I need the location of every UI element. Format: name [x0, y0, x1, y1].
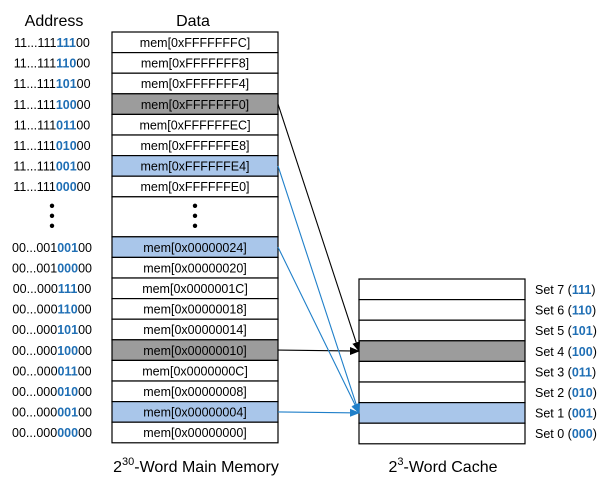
mapping-arrow: [277, 408, 360, 417]
cache-set-7: [358, 422, 526, 445]
cache-set-label: Set 4 (100): [535, 345, 597, 359]
mapping-arrows: [277, 103, 360, 417]
set-bits-open: (: [564, 407, 572, 421]
memory-address: 00...00010000: [12, 344, 92, 358]
cache-set-2: [358, 319, 526, 342]
memory-cell: [111, 421, 279, 444]
cache: [358, 278, 526, 445]
ellipsis-dot: [49, 223, 55, 228]
memory-address: 00...00100100: [12, 241, 92, 255]
memory-address: 11...11111000: [14, 57, 91, 71]
memory-cell-value: mem[0x00000010]: [143, 344, 247, 358]
memory-address: 00...00011000: [12, 303, 91, 317]
cache-set-3: [358, 340, 526, 362]
memory-address: 11...11100100: [13, 160, 90, 174]
memory-cell-value: mem[0x00000020]: [143, 261, 247, 275]
memory-address: 00...00000000: [12, 426, 92, 440]
memory-cell-value: mem[0x0000000C]: [142, 364, 248, 378]
set-bits-open: (: [564, 283, 572, 297]
ellipsis: [49, 203, 198, 228]
memory-address: 11...11110100: [13, 77, 90, 91]
ellipsis-dot: [192, 203, 198, 208]
memory-address: 11...11101000: [13, 139, 90, 153]
set-bits-open: (: [564, 386, 572, 400]
memory-cell-value: mem[0xFFFFFFE0]: [140, 180, 249, 194]
set-bits-close: ): [592, 365, 596, 379]
memory-cell-value: mem[0x00000004]: [143, 406, 247, 420]
memory-address: 00...00001100: [12, 364, 91, 378]
memory-cell-value: mem[0x00000000]: [143, 426, 247, 440]
set-bits-open: (: [564, 345, 572, 359]
main-memory: mem[0xFFFFFFFC] mem[0xFFFFFFF8] mem[0xFFFF…: [111, 31, 279, 444]
memory-cell-value: mem[0x00000024]: [143, 241, 247, 255]
memory-cell-value: mem[0x00000014]: [143, 323, 247, 337]
memory-address: 00...00011100: [13, 282, 92, 296]
cache-set-6: [358, 402, 526, 424]
mapping-arrow: [277, 246, 360, 414]
memory-address: 11...11111100: [14, 36, 90, 50]
cache-set-1: [358, 299, 526, 321]
memory-address: 11...11110000: [13, 98, 90, 112]
data-header: Data: [176, 13, 210, 30]
memory-address: 00...00100000: [12, 261, 92, 275]
cache-set-label: Set 2 (010): [535, 386, 597, 400]
ellipsis-dot: [49, 213, 55, 218]
memory-address: 11...11100000: [13, 180, 90, 194]
set-bits-close: ): [593, 345, 597, 359]
memory-cell-value: mem[0xFFFFFFFC]: [140, 36, 250, 50]
cache-set-label: Set 5 (101): [535, 324, 597, 338]
memory-address: 00...00010100: [12, 323, 92, 337]
memory-cell-value: mem[0xFFFFFFF0]: [141, 98, 249, 112]
set-bits-open: (: [564, 324, 572, 338]
memory-cell-value: mem[0xFFFFFFE8]: [140, 139, 249, 153]
ellipsis-dot: [192, 223, 198, 228]
main-memory-caption: 230-Word Main Memory: [113, 456, 279, 476]
memory-cell-value: mem[0xFFFFFFF4]: [141, 77, 249, 91]
cache-set-label: Set 6 (110): [535, 304, 596, 318]
cache-set-labels: Set 7 (111) Set 6 (110) Set 5 (101) Set 4 (…: [535, 283, 597, 441]
set-bits-close: ): [593, 386, 597, 400]
set-bits-close: ): [591, 283, 595, 297]
set-bits-close: ): [593, 427, 597, 441]
set-bits-close: ): [592, 304, 596, 318]
set-bits-open: (: [564, 427, 572, 441]
address-header: Address: [25, 13, 84, 30]
cache-set-label: Set 7 (111): [535, 283, 595, 297]
set-bits-open: (: [564, 365, 572, 379]
set-bits-close: ): [593, 407, 597, 421]
mapping-arrow: [277, 165, 360, 414]
set-bits-close: ): [593, 324, 597, 338]
memory-cell-value: mem[0x00000008]: [143, 385, 247, 399]
mapping-arrow: [277, 346, 360, 355]
memory-cell-value: mem[0x0000001C]: [142, 282, 248, 296]
memory-address: 11...11101100: [14, 118, 91, 132]
cache-caption: 23-Word Cache: [389, 456, 498, 476]
cache-set-5: [358, 381, 526, 404]
memory-cell-value: mem[0x00000018]: [143, 303, 247, 317]
set-bits-open: (: [564, 304, 572, 318]
address-column: 11...11111100 11...11111000 11...11110100 1…: [12, 36, 92, 440]
cache-set-label: Set 3 (011): [535, 365, 596, 379]
memory-cell-value: mem[0xFFFFFFE4]: [140, 160, 249, 174]
cache-set-label: Set 0 (000): [535, 427, 597, 441]
memory-cell-value: mem[0xFFFFFFEC]: [139, 118, 250, 132]
cache-set-label: Set 1 (001): [535, 407, 597, 421]
memory-address: 00...00000100: [12, 406, 92, 420]
cache-set-0: [358, 278, 526, 301]
cache-set-4: [358, 360, 526, 383]
ellipsis-dot: [49, 203, 55, 208]
memory-address: 00...00001000: [12, 385, 92, 399]
ellipsis-dot: [192, 213, 198, 218]
mapping-arrow: [277, 103, 360, 353]
memory-cell-value: mem[0xFFFFFFF8]: [141, 57, 249, 71]
